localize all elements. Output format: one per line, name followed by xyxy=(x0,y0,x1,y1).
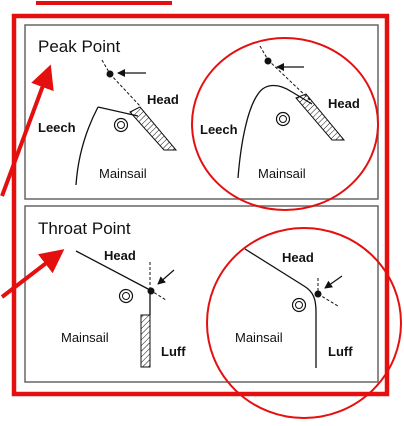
highlight-circle-throat xyxy=(206,227,402,419)
grommet-icon xyxy=(275,111,291,127)
throat-point-panel: Throat Point Head Mainsail Luff Head xyxy=(24,205,379,383)
label-head: Head xyxy=(147,92,179,107)
throat-point-dot xyxy=(314,290,322,298)
label-mainsail: Mainsail xyxy=(235,330,283,345)
label-mainsail: Mainsail xyxy=(61,330,109,345)
label-head: Head xyxy=(282,250,314,265)
peak-point-dot xyxy=(264,57,272,65)
throat-left-drawing: Head Mainsail Luff xyxy=(61,248,186,368)
red-arrow-throat xyxy=(0,249,65,299)
pointer-arrow xyxy=(324,275,343,289)
head-edge xyxy=(75,250,151,291)
peak-point-dot xyxy=(106,70,114,78)
label-luff: Luff xyxy=(328,344,353,359)
throat-right-drawing: Head Mainsail Luff xyxy=(235,248,353,368)
label-luff: Luff xyxy=(161,344,186,359)
throat-title: Throat Point xyxy=(38,219,131,238)
peak-left-drawing: Head Leech Mainsail xyxy=(38,59,179,186)
grommet-icon xyxy=(113,117,129,133)
leech-edge xyxy=(75,106,99,186)
label-mainsail: Mainsail xyxy=(258,166,306,181)
peak-point-panel: Peak Point Head Leech Mainsail xyxy=(24,24,379,200)
highlight-circle-peak xyxy=(191,37,379,211)
peak-title: Peak Point xyxy=(38,37,120,56)
label-head: Head xyxy=(104,248,136,263)
red-arrow-peak xyxy=(0,64,54,197)
red-outer-frame xyxy=(11,13,390,397)
gaff-spar xyxy=(129,106,178,151)
gaff-spar xyxy=(295,93,346,141)
label-head: Head xyxy=(328,96,360,111)
peak-right-drawing: Head Leech Mainsail xyxy=(200,45,360,181)
throat-point-dot xyxy=(147,287,155,295)
label-mainsail: Mainsail xyxy=(99,166,147,181)
grommet-icon xyxy=(118,288,134,304)
mast-spar xyxy=(140,314,151,368)
head-luff-curve xyxy=(244,248,317,368)
label-leech: Leech xyxy=(38,120,76,135)
leech-curve xyxy=(237,84,313,179)
label-leech: Leech xyxy=(200,122,238,137)
grommet-icon xyxy=(291,297,307,313)
red-annotations xyxy=(0,37,402,419)
pointer-arrow xyxy=(157,269,175,285)
